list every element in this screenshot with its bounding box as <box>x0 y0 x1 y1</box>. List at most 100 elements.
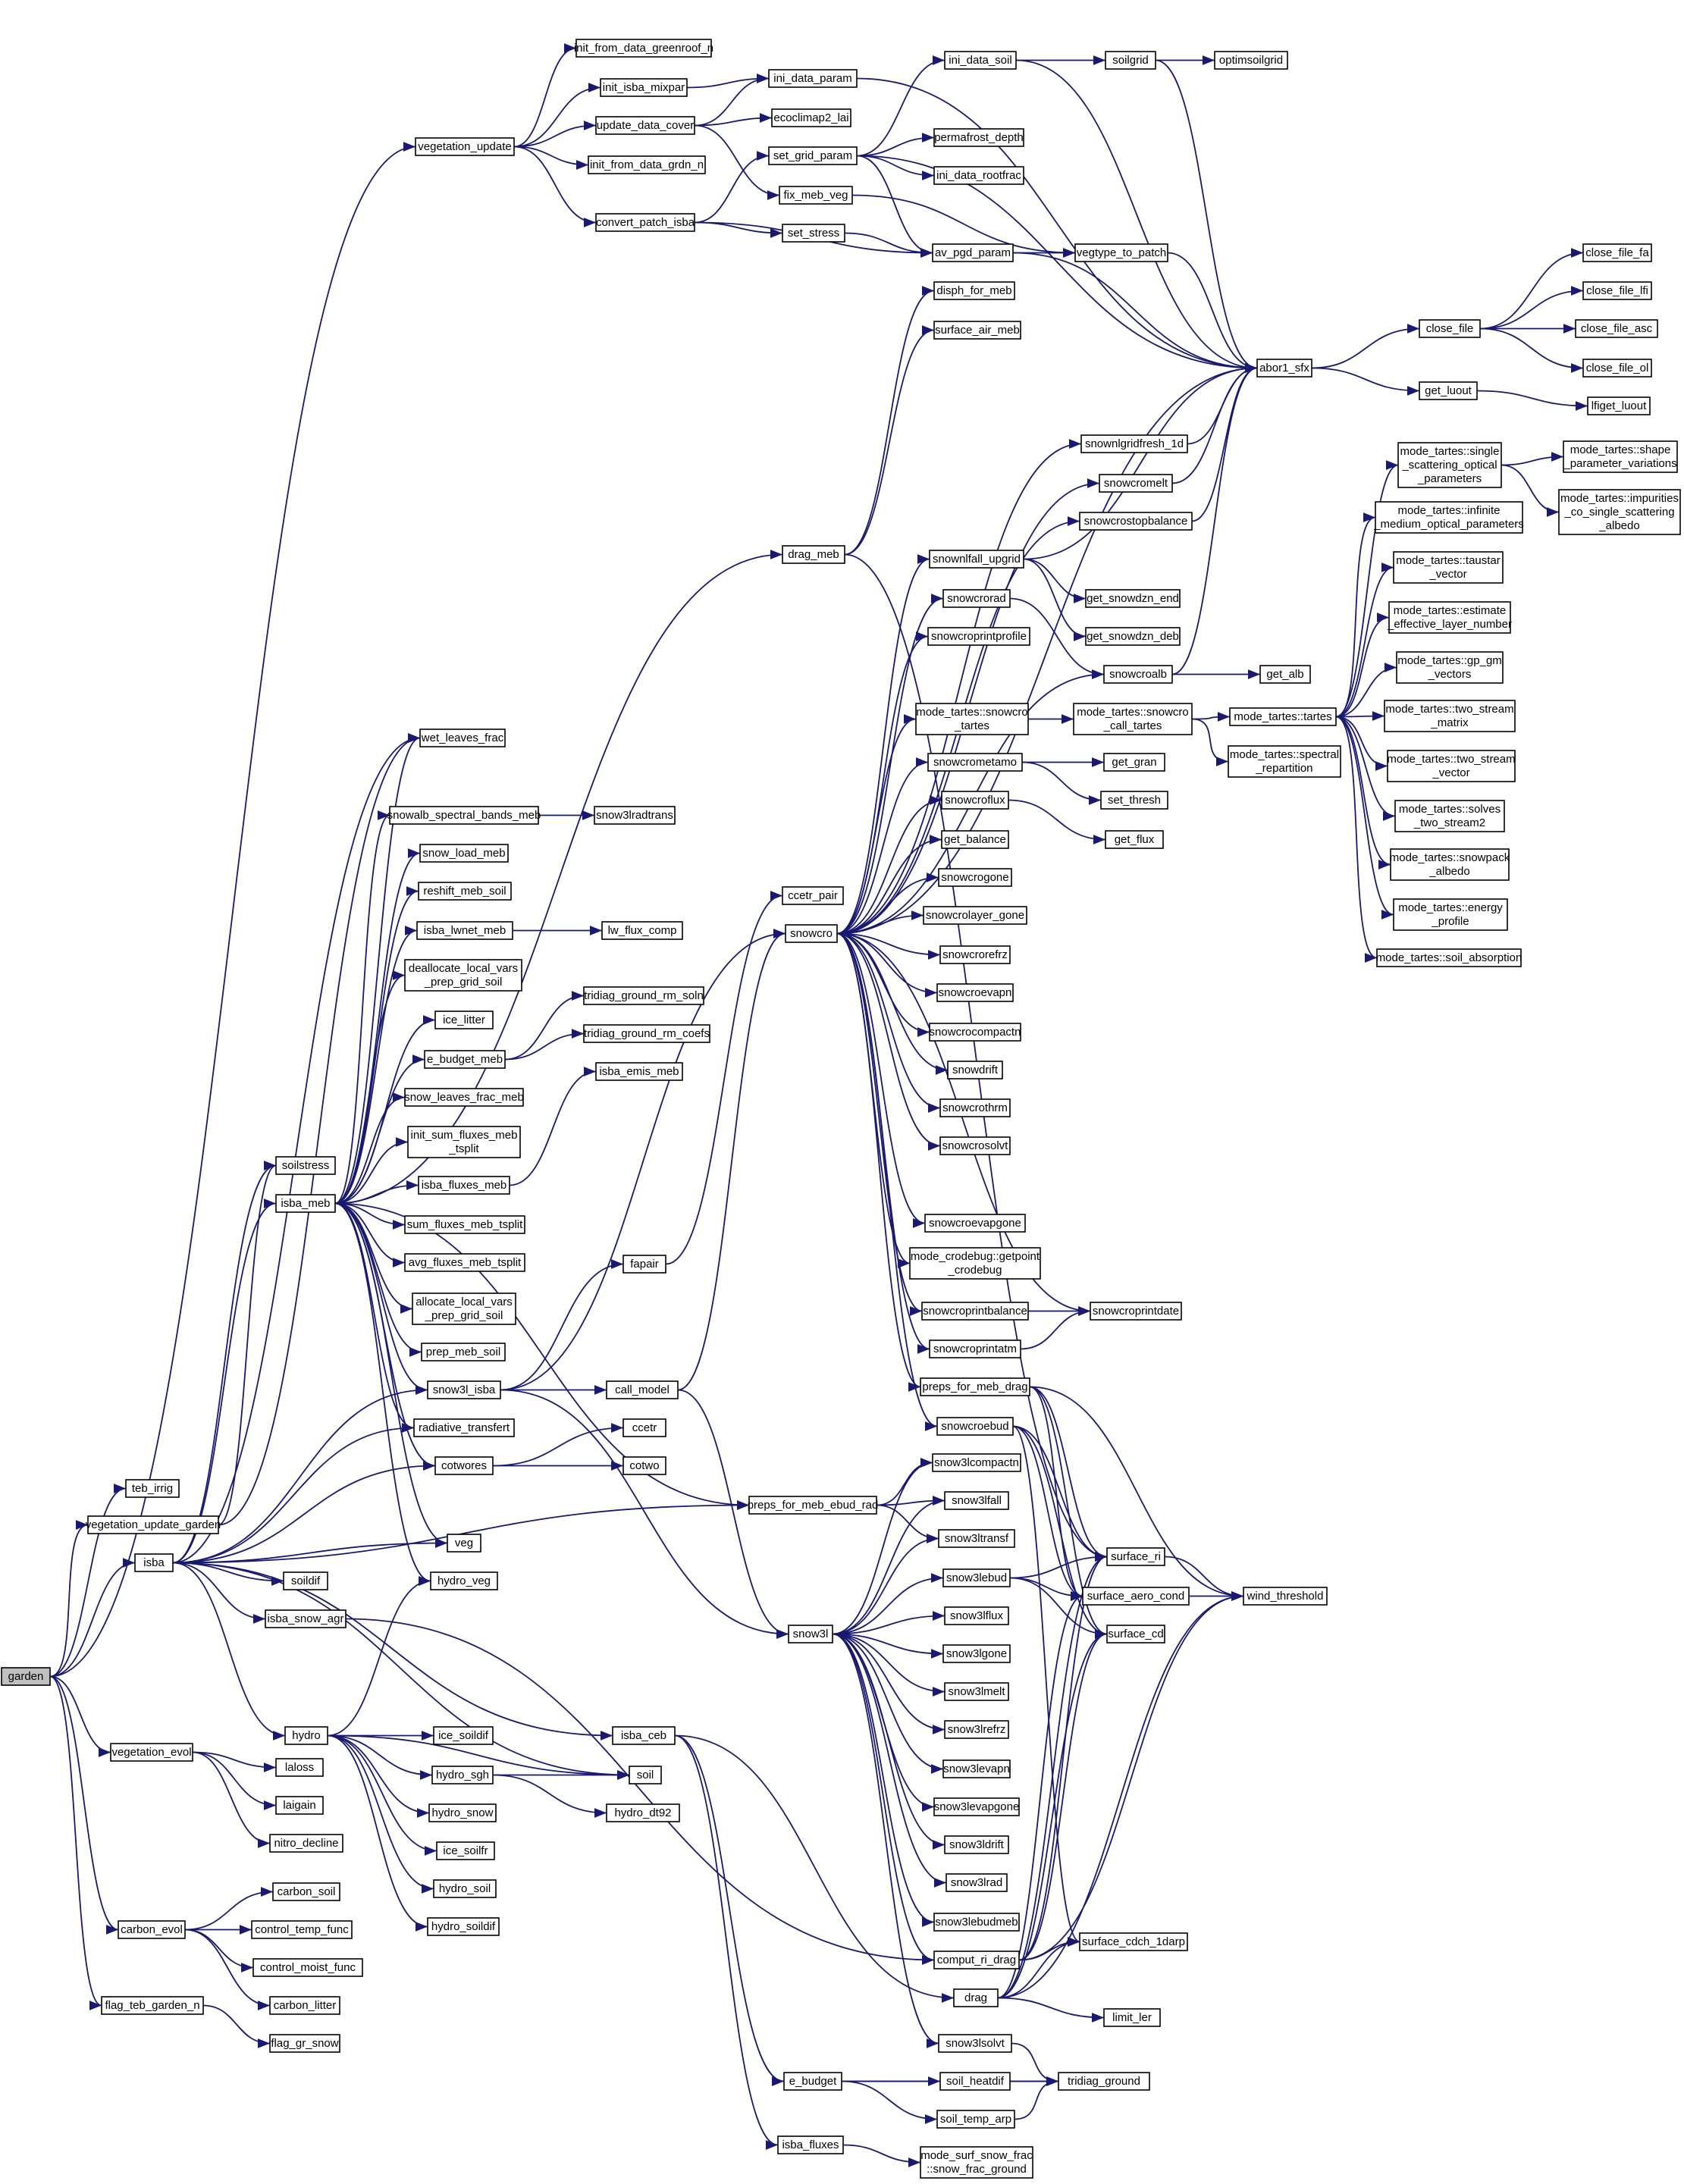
node-snownlgridfresh-1d[interactable]: snownlgridfresh_1d <box>1080 434 1188 453</box>
node-snow3lradtrans[interactable]: snow3lradtrans <box>594 806 676 825</box>
node-flag-teb-garden-n[interactable]: flag_teb_garden_n <box>101 1996 204 2015</box>
node-set-grid-param[interactable]: set_grid_param <box>768 146 858 165</box>
node-snowcrogone[interactable]: snowcrogone <box>938 868 1012 887</box>
node-hydro-snow[interactable]: hydro_snow <box>428 1803 497 1822</box>
node-snowcrorad[interactable]: snowcrorad <box>942 589 1011 608</box>
node-veg[interactable]: veg <box>447 1534 481 1553</box>
node-snow3lebud[interactable]: snow3lebud <box>942 1568 1011 1587</box>
node-snowcroprintatm[interactable]: snowcroprintatm <box>929 1340 1021 1358</box>
node-get-snowdzn-deb[interactable]: get_snowdzn_deb <box>1085 627 1181 646</box>
node-snow3ldrift[interactable]: snow3ldrift <box>944 1835 1009 1854</box>
node-snow3lflux[interactable]: snow3lflux <box>944 1606 1009 1625</box>
node-close-file-ol[interactable]: close_file_ol <box>1582 359 1652 378</box>
node-snow3l-isba[interactable]: snow3l_isba <box>427 1380 501 1399</box>
node-ini-data-param[interactable]: ini_data_param <box>768 69 858 88</box>
node-lfiget-luout[interactable]: lfiget_luout <box>1587 396 1651 415</box>
node-mt-taustar[interactable]: mode_tartes::taustar_vector <box>1393 551 1504 584</box>
node-snow3l[interactable]: snow3l <box>788 1625 833 1643</box>
node-snowalb-spectral[interactable]: snowalb_spectral_bands_meb <box>387 806 541 825</box>
node-mt-soil-absorption[interactable]: mode_tartes::soil_absorption <box>1376 948 1522 967</box>
node-mt-two-matrix[interactable]: mode_tartes::two_stream_matrix <box>1384 700 1516 732</box>
node-lw-flux-comp[interactable]: lw_flux_comp <box>601 921 683 940</box>
node-comput-ri-drag[interactable]: comput_ri_drag <box>933 1951 1020 1969</box>
node-hydro[interactable]: hydro <box>284 1726 328 1745</box>
node-control-temp-func[interactable]: control_temp_func <box>251 1920 353 1939</box>
node-vegetation-update[interactable]: vegetation_update <box>415 137 515 156</box>
node-cotwo[interactable]: cotwo <box>622 1456 666 1475</box>
node-snownlfall-upgrid[interactable]: snownlfall_upgrid <box>929 550 1024 569</box>
node-sum-fluxes[interactable]: sum_fluxes_meb_tsplit <box>404 1215 525 1234</box>
node-cotwores[interactable]: cotwores <box>434 1456 494 1475</box>
node-close-file-asc[interactable]: close_file_asc <box>1575 319 1658 338</box>
node-close-file[interactable]: close_file <box>1419 319 1481 338</box>
node-radiative-transfert[interactable]: radiative_transfert <box>413 1418 515 1437</box>
node-snowcroebud[interactable]: snowcroebud <box>936 1417 1014 1436</box>
node-tridiag-soln[interactable]: tridiag_ground_rm_soln <box>583 986 704 1005</box>
node-mt-infinite[interactable]: mode_tartes::infinite_medium_optical_par… <box>1373 501 1524 534</box>
node-mt-two-vector[interactable]: mode_tartes::two_stream_vector <box>1387 750 1516 782</box>
node-ini-data-rootfrac[interactable]: ini_data_rootfrac <box>933 166 1024 185</box>
node-snow3lrad[interactable]: snow3lrad <box>945 1873 1008 1892</box>
node-surface-ri[interactable]: surface_ri <box>1106 1547 1165 1566</box>
node-surface-cdch-1darp[interactable]: surface_cdch_1darp <box>1079 1932 1188 1951</box>
node-soil[interactable]: soil <box>629 1766 662 1784</box>
node-garden[interactable]: garden <box>1 1667 51 1686</box>
node-snow3lmelt[interactable]: snow3lmelt <box>944 1682 1009 1701</box>
node-get-gran[interactable]: get_gran <box>1103 753 1165 772</box>
node-init-sum-fluxes[interactable]: init_sum_fluxes_meb_tsplit <box>407 1126 521 1158</box>
node-isba-snow-agr[interactable]: isba_snow_agr <box>265 1609 347 1628</box>
node-ice-litter[interactable]: ice_litter <box>434 1011 494 1029</box>
node-snowcroprintprofile[interactable]: snowcroprintprofile <box>927 627 1030 646</box>
node-init-from-data-grdn-n[interactable]: init_from_data_grdn_n <box>588 155 706 174</box>
node-get-snowdzn-end[interactable]: get_snowdzn_end <box>1085 589 1181 608</box>
node-ini-data-soil[interactable]: ini_data_soil <box>944 51 1017 70</box>
node-hydro-dt92[interactable]: hydro_dt92 <box>606 1803 680 1822</box>
node-ice-soilfr[interactable]: ice_soilfr <box>436 1841 495 1860</box>
node-get-balance[interactable]: get_balance <box>941 830 1009 849</box>
node-snowcrostopbalance[interactable]: snowcrostopbalance <box>1079 512 1193 531</box>
node-mt-solves[interactable]: mode_tartes::solves_two_stream2 <box>1394 800 1505 832</box>
node-snowcroevapn[interactable]: snowcroevapn <box>936 983 1014 1002</box>
node-isba-meb[interactable]: isba_meb <box>275 1194 336 1213</box>
node-e-budget[interactable]: e_budget <box>783 2072 842 2091</box>
node-snow3lebudmeb[interactable]: snow3lebudmeb <box>933 1913 1020 1932</box>
node-init-from-data-greenroof-n[interactable]: init_from_data_greenroof_n <box>574 39 713 58</box>
node-snowcroalb[interactable]: snowcroalb <box>1103 665 1173 684</box>
node-snowcrolayer-gone[interactable]: snowcrolayer_gone <box>923 906 1027 925</box>
node-snowcroflux[interactable]: snowcroflux <box>941 791 1009 810</box>
node-isba-fluxes[interactable]: isba_fluxes <box>777 2135 844 2154</box>
node-snowcro[interactable]: snowcro <box>785 924 838 943</box>
node-fix-meb-veg[interactable]: fix_meb_veg <box>779 186 853 205</box>
node-snow3lfall[interactable]: snow3lfall <box>944 1491 1009 1510</box>
node-carbon-evol[interactable]: carbon_evol <box>118 1920 186 1939</box>
node-snow3levapn[interactable]: snow3levapn <box>942 1759 1011 1778</box>
node-mode-tartes-snowcro-tartes[interactable]: mode_tartes::snowcro_tartes <box>915 703 1029 735</box>
node-get-alb[interactable]: get_alb <box>1259 665 1311 684</box>
node-flag-gr-snow[interactable]: flag_gr_snow <box>269 2034 340 2053</box>
node-get-luout[interactable]: get_luout <box>1419 381 1478 400</box>
node-surface-aero-cond[interactable]: surface_aero_cond <box>1082 1587 1190 1606</box>
node-hydro-soildif[interactable]: hydro_soildif <box>427 1917 500 1936</box>
node-ice-soildif[interactable]: ice_soildif <box>433 1726 494 1745</box>
node-abor1-sfx[interactable]: abor1_sfx <box>1256 359 1312 378</box>
node-vegetation-evol[interactable]: vegetation_evol <box>110 1743 193 1762</box>
node-soil-heatdif[interactable]: soil_heatdif <box>939 2072 1011 2091</box>
node-preps-for-meb-drag[interactable]: preps_for_meb_drag <box>920 1377 1030 1396</box>
node-snowcrocompactn[interactable]: snowcrocompactn <box>929 1023 1021 1042</box>
node-preps-for-meb-ebud-rad[interactable]: preps_for_meb_ebud_rad <box>748 1496 879 1515</box>
node-control-moist-func[interactable]: control_moist_func <box>252 1958 363 1977</box>
node-vegtype-to-patch[interactable]: vegtype_to_patch <box>1074 243 1168 262</box>
node-isba-emis-meb[interactable]: isba_emis_meb <box>595 1062 683 1081</box>
node-ccetr[interactable]: ccetr <box>622 1418 666 1437</box>
node-prep-meb-soil[interactable]: prep_meb_soil <box>421 1343 506 1361</box>
node-mt-estimate[interactable]: mode_tartes::estimate_effective_layer_nu… <box>1387 601 1512 634</box>
node-call-model[interactable]: call_model <box>606 1380 679 1399</box>
node-close-file-lfi[interactable]: close_file_lfi <box>1582 281 1652 300</box>
node-av-pgd-param[interactable]: av_pgd_param <box>932 243 1014 262</box>
node-avg-fluxes[interactable]: avg_fluxes_meb_tsplit <box>404 1253 525 1272</box>
node-soil-temp-arp[interactable]: soil_temp_arp <box>936 2110 1015 2129</box>
node-hydro-sgh[interactable]: hydro_sgh <box>431 1766 494 1784</box>
node-snow3lgone[interactable]: snow3lgone <box>942 1644 1011 1663</box>
node-snowcroprintbalance[interactable]: snowcroprintbalance <box>921 1302 1029 1321</box>
node-reshift-meb-soil[interactable]: reshift_meb_soil <box>418 882 512 901</box>
